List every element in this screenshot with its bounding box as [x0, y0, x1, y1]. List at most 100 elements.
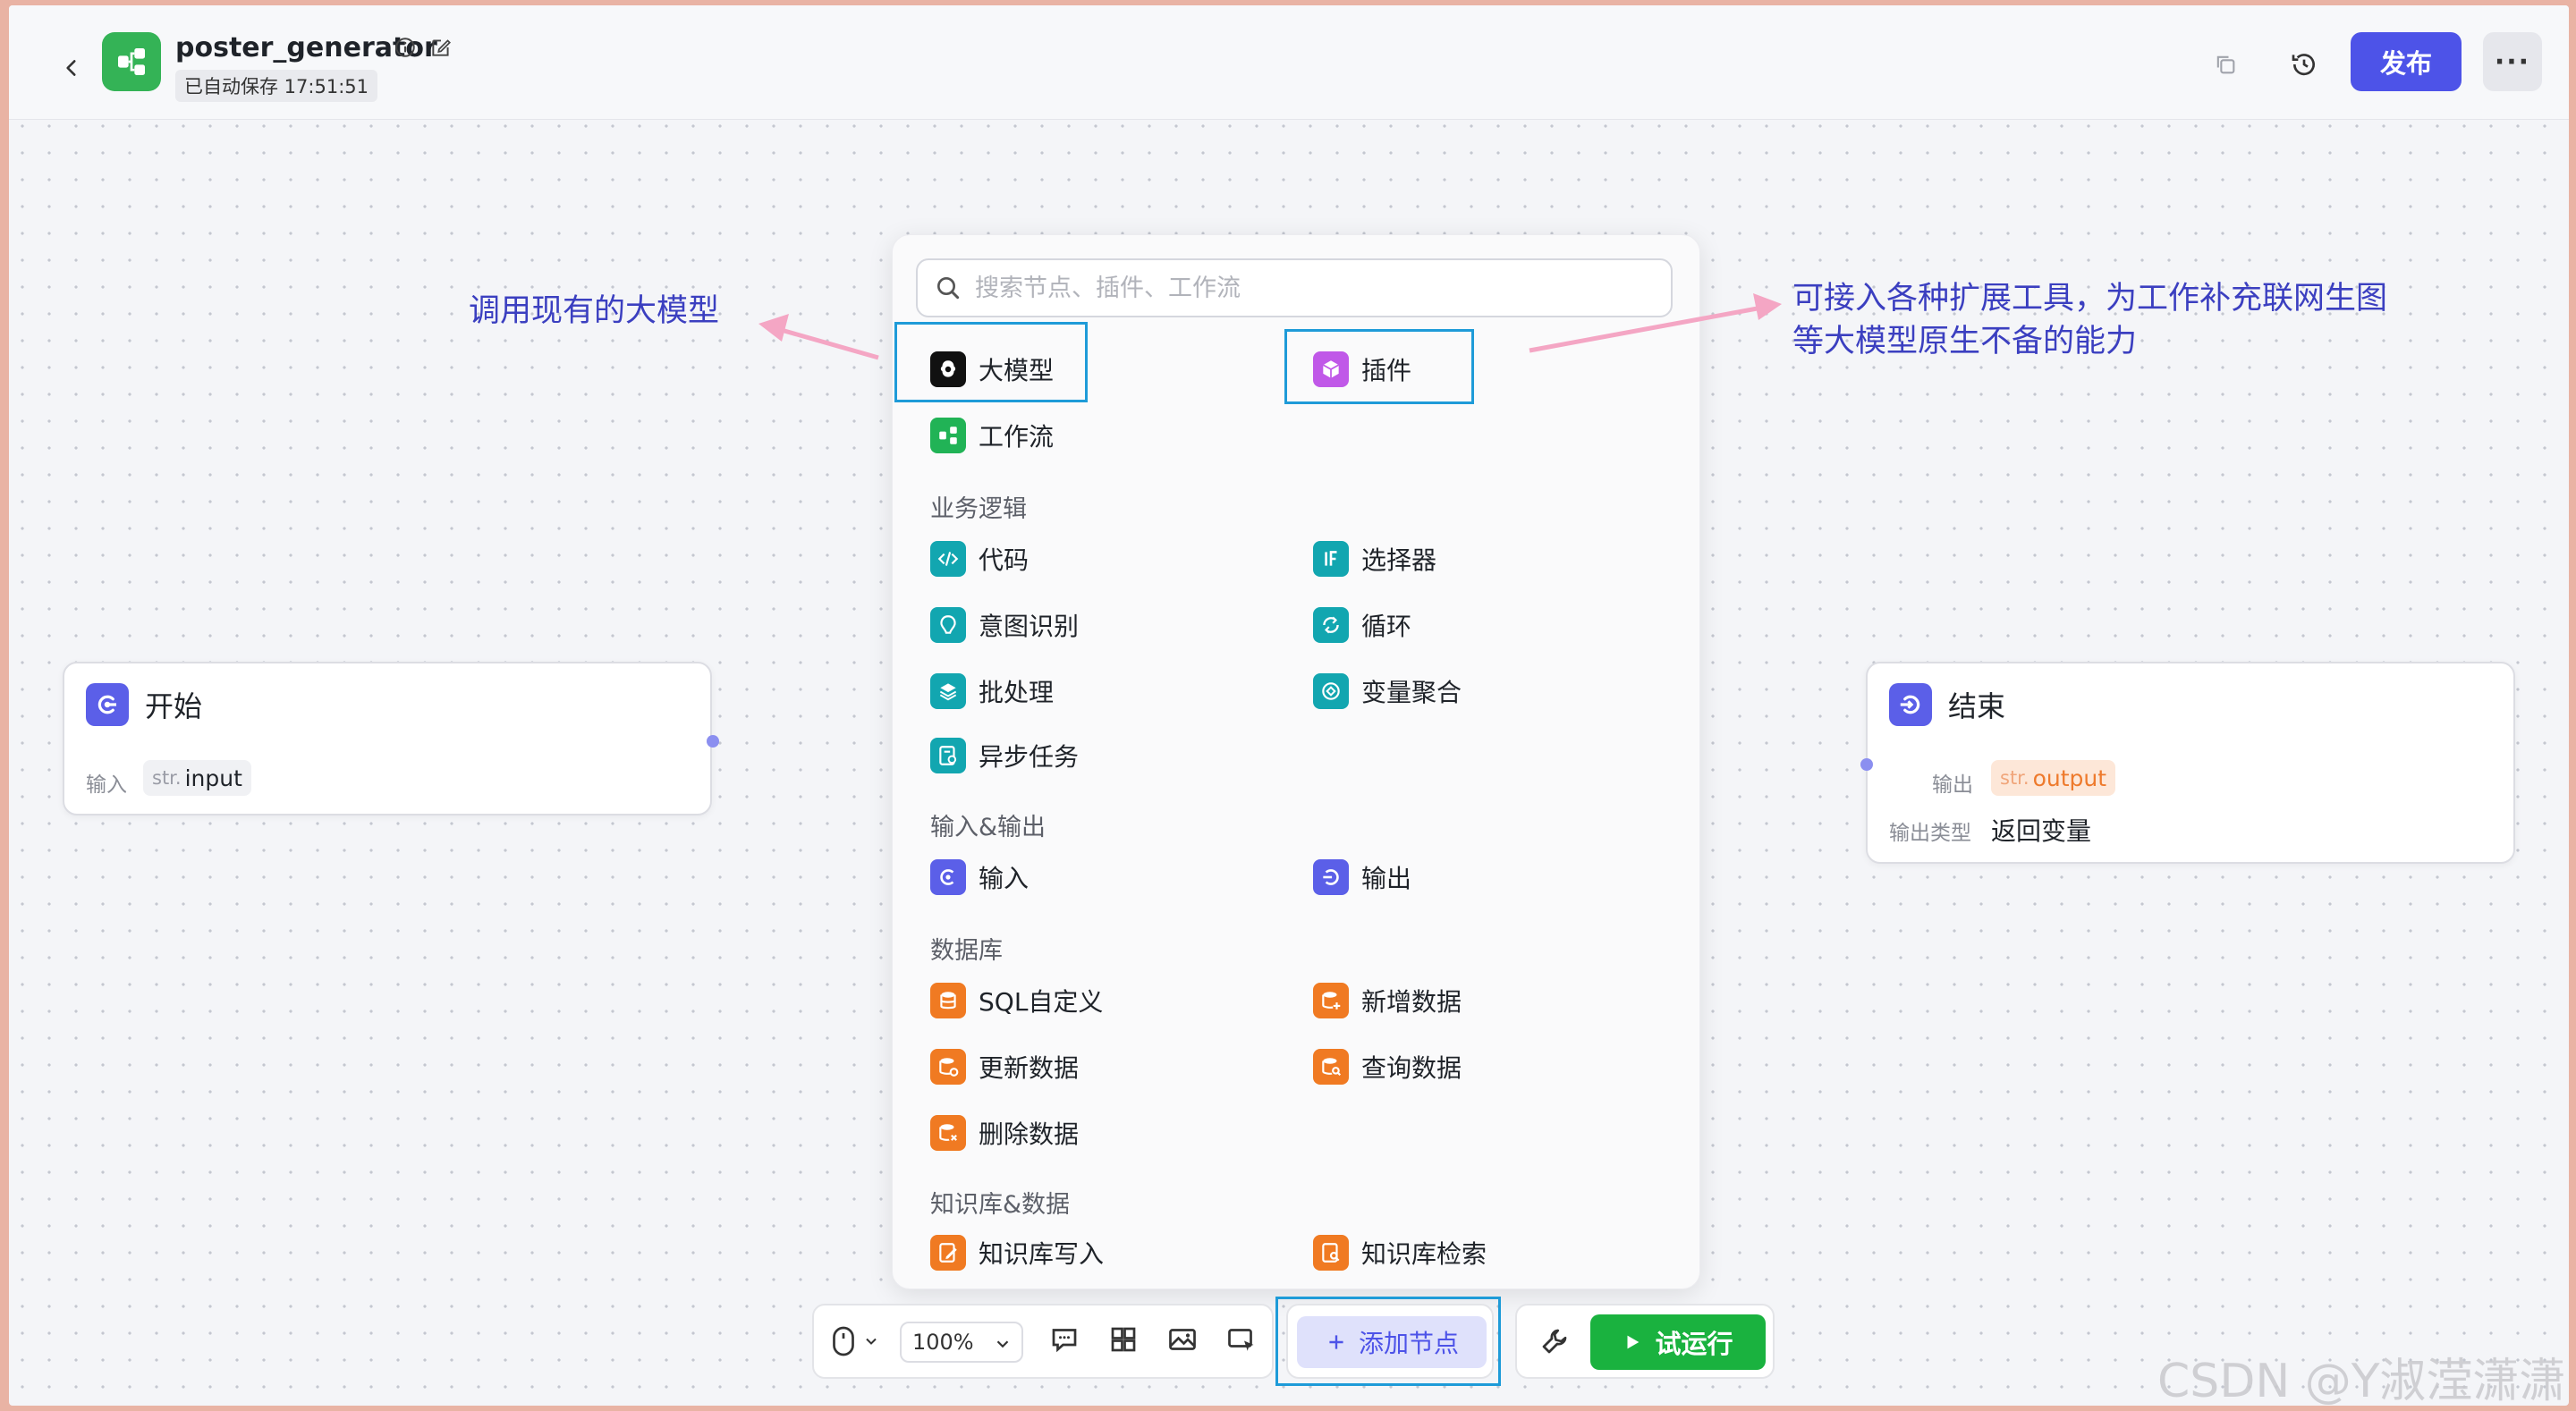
back-button[interactable]	[54, 50, 89, 86]
end-output-type-label: 输出类型	[1889, 822, 1971, 845]
workflow-editor: poster_generator 已自动保存 17:51:51 发布 ··· 开…	[9, 5, 2569, 1406]
intent-icon	[930, 607, 966, 643]
node-item-llm[interactable]: 大模型	[930, 351, 1054, 387]
end-output-var: str.output	[1991, 760, 2116, 796]
code-icon	[930, 541, 966, 577]
add-node-button[interactable]: 添加节点	[1297, 1316, 1487, 1368]
copy-icon[interactable]	[2209, 48, 2241, 80]
search-icon	[937, 277, 960, 300]
wrench-icon	[1542, 1329, 1567, 1354]
interaction-mode-button[interactable]	[830, 1325, 880, 1357]
layout-button[interactable]	[1107, 1323, 1140, 1356]
fit-view-icon	[1228, 1329, 1254, 1351]
node-item-add-data[interactable]: 新增数据	[1313, 983, 1462, 1018]
grid-layout-icon	[1111, 1327, 1136, 1352]
node-item-knowledge-search[interactable]: 知识库检索	[1313, 1235, 1487, 1271]
node-item-plugin[interactable]: 插件	[1313, 351, 1411, 387]
node-item-intent[interactable]: 意图识别	[930, 607, 1079, 643]
start-node-icon	[86, 683, 129, 726]
run-group: 试运行	[1515, 1304, 1775, 1379]
watermark: CSDN @Y淑滢潇潇	[2157, 1355, 2566, 1406]
node-item-var-aggregate[interactable]: 变量聚合	[1313, 673, 1462, 709]
end-input-port[interactable]	[1860, 758, 1873, 771]
node-item-async-task[interactable]: 异步任务	[930, 738, 1079, 773]
chevron-down-icon	[866, 1338, 877, 1345]
node-search-box[interactable]	[916, 258, 1673, 317]
start-output-port[interactable]	[707, 735, 719, 748]
edit-icon[interactable]	[429, 36, 453, 59]
llm-icon	[930, 351, 966, 387]
node-item-delete-data[interactable]: 删除数据	[930, 1115, 1079, 1151]
plus-icon	[1329, 1335, 1343, 1349]
database-add-icon	[1313, 983, 1349, 1018]
start-input-var: str.input	[143, 760, 251, 796]
layers-icon	[930, 673, 966, 709]
knowledge-write-icon	[930, 1235, 966, 1271]
if-selector-icon	[1313, 541, 1349, 577]
autosave-status: 已自动保存 17:51:51	[175, 70, 377, 102]
aggregate-icon	[1313, 673, 1349, 709]
node-item-selector[interactable]: 选择器	[1313, 541, 1436, 577]
node-item-knowledge-write[interactable]: 知识库写入	[930, 1235, 1104, 1271]
node-picker-panel: 大模型 插件 工作流 业务逻辑 代码 选择器 意图识别 循环	[892, 234, 1700, 1289]
add-node-highlight-box	[1275, 1297, 1501, 1386]
database-update-icon	[930, 1049, 966, 1085]
node-item-batch[interactable]: 批处理	[930, 673, 1054, 709]
chevron-down-icon	[996, 1340, 1009, 1348]
add-node-group: 添加节点	[1286, 1304, 1494, 1379]
knowledge-search-icon	[1313, 1235, 1349, 1271]
end-output-label: 输出	[1932, 773, 1973, 797]
database-icon	[930, 983, 966, 1018]
loop-icon	[1313, 607, 1349, 643]
zoom-select[interactable]: 100%	[900, 1322, 1023, 1363]
async-task-icon	[930, 738, 966, 773]
test-run-button[interactable]: 试运行	[1590, 1314, 1766, 1370]
node-item-output[interactable]: 输出	[1313, 859, 1411, 895]
info-icon[interactable]	[394, 36, 417, 59]
start-node-title: 开始	[145, 689, 203, 723]
annotation-arrows	[758, 293, 1782, 360]
node-search-input[interactable]	[975, 274, 1655, 302]
debug-tools-button[interactable]	[1538, 1325, 1571, 1357]
workflow-icon	[930, 418, 966, 453]
output-icon	[1313, 859, 1349, 895]
comment-button[interactable]	[1048, 1323, 1080, 1356]
section-io: 输入&输出	[930, 814, 1046, 841]
database-delete-icon	[930, 1115, 966, 1151]
node-item-loop[interactable]: 循环	[1313, 607, 1411, 643]
node-item-code[interactable]: 代码	[930, 541, 1029, 577]
node-item-sql[interactable]: SQL自定义	[930, 983, 1103, 1018]
end-node[interactable]: 结束 输出 str.output 输出类型 返回变量	[1860, 662, 2515, 864]
node-item-input[interactable]: 输入	[930, 859, 1029, 895]
database-search-icon	[1313, 1049, 1349, 1085]
node-item-query-data[interactable]: 查询数据	[1313, 1049, 1462, 1085]
node-item-workflow[interactable]: 工作流	[930, 418, 1054, 453]
publish-button[interactable]: 发布	[2351, 32, 2462, 91]
more-options-button[interactable]: ···	[2483, 32, 2542, 91]
image-icon	[1169, 1329, 1196, 1350]
play-icon	[1627, 1335, 1640, 1349]
end-output-type-value: 返回变量	[1991, 816, 2092, 846]
plugin-highlight-box	[1284, 329, 1474, 404]
section-database: 数据库	[930, 937, 1003, 965]
node-item-update-data[interactable]: 更新数据	[930, 1049, 1079, 1085]
app-title: poster_generator	[175, 32, 437, 63]
start-node[interactable]: 开始 输入 str.input	[63, 662, 719, 815]
end-node-title: 结束	[1948, 689, 2006, 723]
llm-highlight-box	[894, 322, 1088, 402]
annotation-plugin-line1: 可接入各种扩展工具，为工作补充联网生图	[1792, 281, 2388, 317]
comment-icon	[1052, 1329, 1077, 1353]
annotation-plugin-line2: 等大模型原生不备的能力	[1792, 324, 2138, 359]
history-icon[interactable]	[2288, 48, 2320, 80]
fit-view-button[interactable]	[1225, 1323, 1258, 1356]
minimap-button[interactable]	[1166, 1323, 1199, 1356]
section-knowledge: 知识库&数据	[930, 1191, 1071, 1219]
start-input-label: 输入	[86, 773, 127, 797]
mouse-icon	[833, 1326, 854, 1356]
annotation-llm: 调用现有的大模型	[469, 293, 720, 329]
top-header: poster_generator 已自动保存 17:51:51 发布 ···	[9, 5, 2569, 120]
plugin-icon	[1313, 351, 1349, 387]
canvas-toolbar: 100%	[812, 1304, 1274, 1379]
end-node-icon	[1889, 683, 1932, 726]
chevron-left-icon	[66, 60, 76, 76]
